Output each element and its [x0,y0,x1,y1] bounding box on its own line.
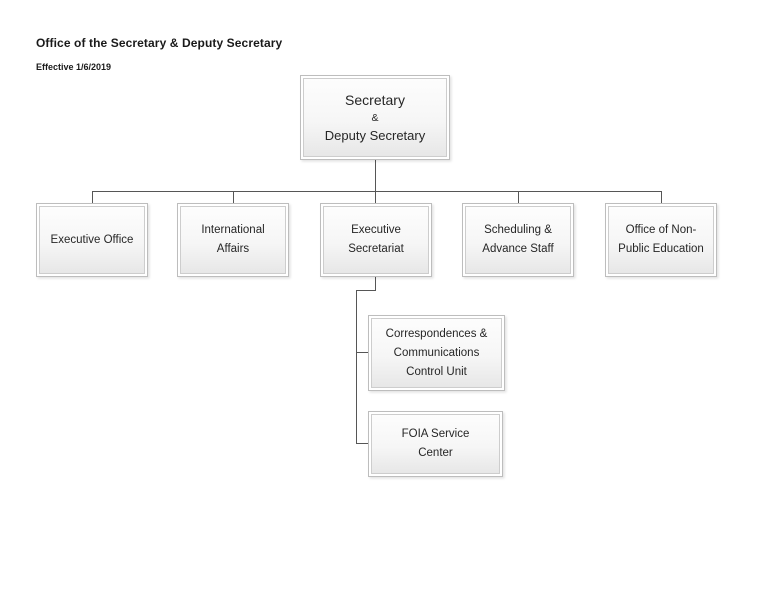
org-node-executive-secretariat-panel: Executive Secretariat [323,206,429,274]
node-label-line: Deputy Secretary [324,128,426,143]
connector-bus-line [92,191,662,192]
org-node-foia-service-center: FOIA Service Center [368,411,503,477]
connector-stub-foia [356,443,368,444]
org-node-international-affairs-panel: International Affairs [180,206,286,274]
node-label-line: Correspondences & [385,327,488,340]
connector-drop-non-public-education [661,191,662,203]
org-node-foia-service-center-panel: FOIA Service Center [371,414,500,474]
connector-secretary-to-bus [375,160,376,191]
node-label-line: Secretariat [348,243,404,255]
node-label-line: Executive [351,224,401,236]
connector-drop-executive-secretariat [375,191,376,203]
node-label-line: Scheduling & [484,224,552,236]
org-node-international-affairs: International Affairs [177,203,289,277]
effective-date-label: Effective 1/6/2019 [36,62,112,72]
org-node-scheduling-advance-staff: Scheduling & Advance Staff [462,203,574,277]
connector-secretariat-elbow [356,290,376,291]
org-node-secretary-panel: Secretary & Deputy Secretary [303,78,447,157]
org-node-executive-secretariat: Executive Secretariat [320,203,432,277]
org-node-correspondences-control-unit-panel: Correspondences & Communications Control… [371,318,502,388]
connector-drop-executive-office [92,191,93,203]
org-node-correspondences-control-unit: Correspondences & Communications Control… [368,315,505,391]
node-label-line: Public Education [618,243,704,255]
org-node-executive-office: Executive Office [36,203,148,277]
node-label-line: Secretary [345,92,405,108]
node-label-line: Affairs [216,243,250,255]
node-label-line: FOIA Service [401,428,470,440]
page-title: Office of the Secretary & Deputy Secreta… [36,36,283,50]
org-node-executive-office-panel: Executive Office [39,206,145,274]
org-node-secretary: Secretary & Deputy Secretary [300,75,450,160]
connector-drop-scheduling-advance [518,191,519,203]
node-label-line: Communications [393,346,480,359]
node-label-line: Advance Staff [482,243,554,255]
connector-drop-international-affairs [233,191,234,203]
connector-stub-correspondences [356,352,368,353]
org-node-non-public-education-panel: Office of Non- Public Education [608,206,714,274]
connector-secretariat-down [375,277,376,291]
node-label-line: Control Unit [406,365,467,378]
node-label-line: Executive Office [50,233,134,246]
node-label-line: Office of Non- [625,224,697,236]
node-label-line: Center [418,447,453,459]
org-node-non-public-education: Office of Non- Public Education [605,203,717,277]
org-node-scheduling-advance-staff-panel: Scheduling & Advance Staff [465,206,571,274]
connector-subunit-spine [356,290,357,444]
node-label-line: International [201,224,265,236]
node-label-line: & [371,112,379,124]
